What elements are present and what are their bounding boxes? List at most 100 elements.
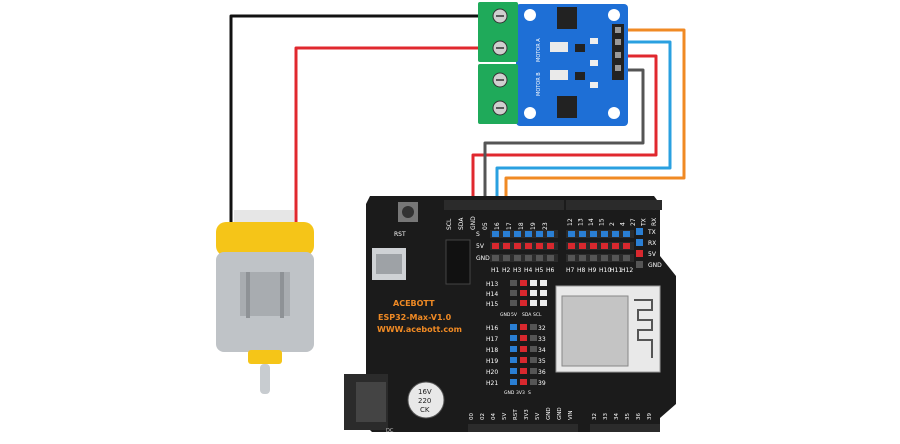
smd-component bbox=[575, 44, 585, 52]
pin bbox=[520, 346, 527, 352]
h-label: H13 bbox=[486, 281, 498, 288]
pin-label: 39 bbox=[647, 413, 653, 420]
pin bbox=[510, 335, 517, 341]
pin-label: 18 bbox=[518, 222, 525, 230]
h-label: H2 bbox=[502, 267, 511, 274]
h-label: H16 bbox=[486, 325, 498, 332]
pin-label: 36 bbox=[636, 413, 642, 420]
pin bbox=[623, 243, 630, 249]
pin bbox=[525, 231, 532, 237]
pin bbox=[530, 335, 537, 341]
pin bbox=[568, 231, 575, 237]
h-label: H5 bbox=[535, 267, 544, 274]
top-header-right bbox=[566, 200, 662, 210]
pin bbox=[530, 280, 537, 286]
h-label: H17 bbox=[486, 336, 498, 343]
pin bbox=[520, 335, 527, 341]
h-label: H8 bbox=[577, 267, 586, 274]
usb-chip bbox=[445, 239, 471, 285]
pin bbox=[636, 250, 643, 257]
pin bbox=[536, 255, 543, 261]
pin bbox=[520, 379, 527, 385]
signal-blue-wire bbox=[495, 40, 672, 210]
pin-label: RST bbox=[513, 409, 519, 420]
pin bbox=[514, 231, 521, 237]
pin bbox=[514, 255, 521, 261]
pin-label: 23 bbox=[542, 222, 549, 230]
pin-strip bbox=[490, 242, 558, 250]
smd-component bbox=[590, 60, 598, 66]
right-label: RX bbox=[648, 240, 656, 247]
pin bbox=[520, 357, 527, 363]
pin-strip bbox=[490, 254, 558, 262]
h-label: H1 bbox=[491, 267, 500, 274]
h-label: SDA bbox=[522, 312, 532, 318]
pin-label: 12 bbox=[567, 218, 574, 226]
motor-terminal-tab bbox=[234, 210, 294, 224]
pin bbox=[525, 243, 532, 249]
signal-gray-wire bbox=[483, 68, 645, 210]
pin bbox=[623, 231, 630, 237]
motor-red-wire bbox=[294, 46, 500, 226]
pin-label: 02 bbox=[480, 413, 486, 420]
h-label: 33 bbox=[538, 336, 546, 343]
pin bbox=[514, 243, 521, 249]
pin-label: 17 bbox=[506, 222, 513, 230]
pin bbox=[510, 379, 517, 385]
pin-label: 15 bbox=[599, 218, 606, 226]
h-label: H11 bbox=[610, 267, 622, 274]
pin bbox=[579, 243, 586, 249]
pin-label: SDA bbox=[458, 217, 465, 230]
pin bbox=[492, 231, 499, 237]
h-label: H12 bbox=[621, 267, 633, 274]
h-label: H6 bbox=[546, 267, 555, 274]
pin bbox=[525, 255, 532, 261]
motor-shaft bbox=[260, 364, 270, 394]
pin bbox=[636, 228, 643, 235]
pin bbox=[492, 243, 499, 249]
motor-black-wire bbox=[229, 14, 500, 226]
dc-motor bbox=[216, 210, 314, 394]
pin bbox=[503, 231, 510, 237]
mounting-hole bbox=[524, 9, 536, 21]
pin bbox=[520, 280, 527, 286]
driver-pcb bbox=[516, 4, 628, 126]
pin bbox=[503, 243, 510, 249]
capacitor-bot: CK bbox=[420, 406, 430, 414]
pin-label: 05 bbox=[482, 222, 489, 230]
pin-label: 4 bbox=[620, 222, 627, 226]
brand-logo-text: ACEBOTT bbox=[393, 299, 435, 308]
pin bbox=[536, 231, 543, 237]
row-label: 5V bbox=[476, 243, 485, 250]
pin bbox=[612, 231, 619, 237]
signal-red-wire bbox=[471, 54, 658, 210]
model-label: ESP32-Max-V1.0 bbox=[378, 313, 452, 322]
rst-label: RST bbox=[394, 231, 406, 238]
pin-label: 5V bbox=[535, 413, 541, 420]
pin bbox=[601, 255, 608, 261]
h-label: H9 bbox=[588, 267, 597, 274]
pin bbox=[510, 280, 517, 286]
motor-yellow-cap bbox=[216, 222, 314, 256]
pin-label: 13 bbox=[578, 218, 585, 226]
smd-component bbox=[590, 38, 598, 44]
capacitor-mid: 220 bbox=[418, 397, 431, 405]
pin bbox=[636, 261, 643, 268]
pin bbox=[536, 243, 543, 249]
h-label: SCL bbox=[533, 312, 542, 318]
h-label: H20 bbox=[486, 369, 498, 376]
esp32-shield bbox=[561, 295, 629, 367]
pin-label: 34 bbox=[614, 413, 620, 420]
pin-label: SCL bbox=[446, 218, 453, 230]
h-label: 39 bbox=[538, 380, 546, 387]
h-label: H21 bbox=[486, 380, 498, 387]
pin bbox=[547, 255, 554, 261]
pin-label: 32 bbox=[592, 413, 598, 420]
h-label: H10 bbox=[599, 267, 611, 274]
pin bbox=[547, 243, 554, 249]
pin bbox=[530, 290, 537, 296]
